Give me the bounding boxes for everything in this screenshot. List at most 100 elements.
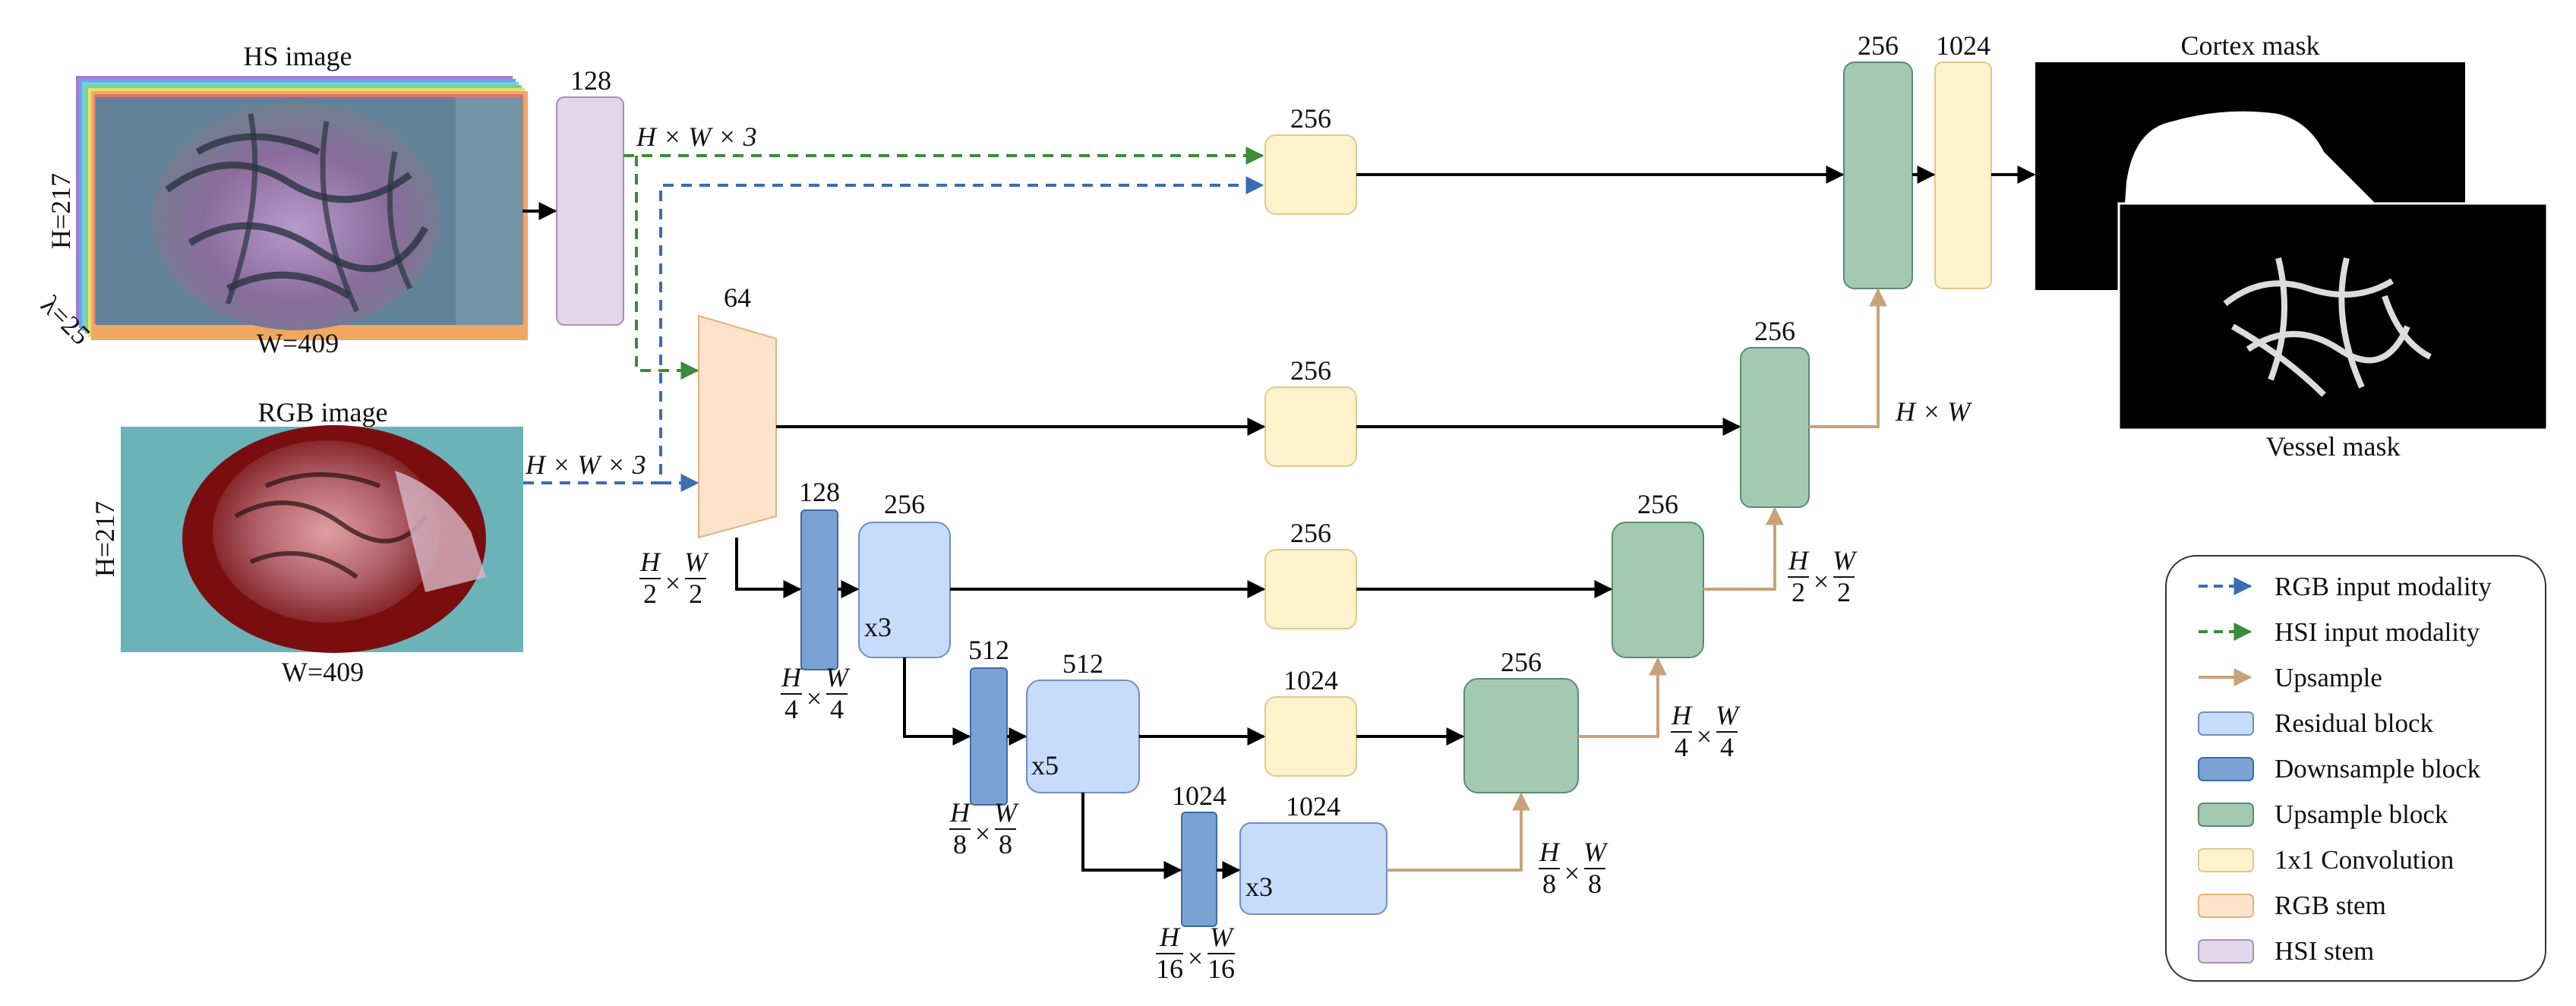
legend-label: Downsample block (2275, 754, 2481, 784)
res3-to-up-l2-arrow (1387, 792, 1530, 872)
legend-item: HSI stem (2198, 936, 2374, 966)
res2-to-ds3-arrow (1081, 793, 1182, 879)
svg-text:W: W (994, 797, 1019, 828)
legend-label: RGB stem (2275, 891, 2386, 920)
res2-channels: 512 (1062, 648, 1103, 679)
res1-channels: 256 (884, 489, 925, 519)
downsample-block-1: 128 (799, 477, 840, 670)
svg-text:×: × (1564, 858, 1580, 888)
frac-eighth-decoder: H 8 × W 8 (1539, 837, 1608, 899)
legend-label: Residual block (2275, 708, 2433, 738)
conv-l2-channels: 1024 (1283, 665, 1338, 695)
legend-item: Downsample block (2198, 754, 2481, 784)
legend-label: 1x1 Convolution (2275, 845, 2454, 875)
legend-item: HSI input modality (2199, 617, 2480, 647)
hs-image-photo (96, 97, 522, 330)
residual-block-1: 256 x3 (858, 489, 951, 658)
svg-text:W: W (1583, 837, 1608, 867)
hsi-dim-label: H × W × 3 (636, 121, 757, 152)
frac-sixteenth-encoder: H 16 × W 16 (1156, 922, 1235, 984)
svg-text:×: × (807, 683, 822, 714)
cortex-mask-title: Cortex mask (2181, 30, 2320, 61)
hsi-stem-channels: 128 (570, 65, 611, 96)
conv-top: 256 (1264, 103, 1357, 215)
svg-text:W: W (1210, 922, 1235, 952)
frac-half-encoder: H 2 × W 2 (639, 547, 709, 609)
rgb-height-label: H=217 (90, 501, 120, 577)
ds1-channels: 128 (799, 477, 840, 507)
svg-text:2: 2 (1792, 577, 1805, 607)
res3-channels: 1024 (1286, 791, 1340, 822)
svg-text:×: × (1814, 566, 1829, 597)
stem-to-ds1-arrow (735, 538, 802, 598)
svg-text:×: × (1188, 943, 1203, 973)
res2-repeat: x5 (1031, 750, 1059, 781)
up-top-channels: 256 (1858, 30, 1899, 61)
svg-text:H: H (781, 662, 803, 692)
up-l1-channels: 256 (1637, 489, 1678, 519)
rgb-stem-channels: 64 (724, 282, 751, 313)
head-conv-channels: 1024 (1936, 30, 1990, 61)
svg-text:W: W (1716, 700, 1741, 730)
legend-label: HSI input modality (2275, 617, 2480, 647)
legend-label: Upsample block (2275, 799, 2448, 829)
svg-text:4: 4 (784, 694, 798, 724)
rgb-image-group: RGB image H=217 W=409 (90, 397, 523, 687)
residual-block-2: 512 x5 (1026, 648, 1140, 793)
upsample-block-top: 256 (1843, 30, 1913, 289)
svg-text:H: H (639, 547, 661, 577)
ds3-channels: 1024 (1172, 781, 1226, 811)
svg-text:2: 2 (689, 579, 702, 609)
frac-half-decoder: H 2 × W 2 (1788, 545, 1858, 607)
svg-text:8: 8 (1542, 869, 1556, 899)
up-l0-to-up-top-arrow (1809, 288, 1887, 428)
upsample-block-level-1: 256 (1612, 489, 1704, 658)
conv-level-1: 256 (1264, 518, 1357, 629)
rgb-image-photo (121, 425, 523, 653)
hs-height-label: H=217 (46, 173, 76, 249)
rgb-image-title: RGB image (258, 397, 388, 427)
legend-label: RGB input modality (2275, 572, 2492, 601)
svg-text:16: 16 (1208, 954, 1235, 984)
svg-text:4: 4 (1675, 732, 1688, 762)
res3-repeat: x3 (1245, 872, 1273, 902)
svg-text:4: 4 (830, 694, 844, 724)
legend-item: Residual block (2198, 708, 2433, 738)
rgb-to-conv-top-arrow (523, 176, 1264, 484)
legend-item: Upsample block (2198, 799, 2448, 829)
downsample-block-3: 1024 (1172, 781, 1226, 927)
svg-text:H: H (1159, 922, 1181, 952)
up-l2-channels: 256 (1501, 647, 1542, 677)
svg-text:×: × (665, 568, 680, 598)
vessel-mask-title: Vessel mask (2266, 431, 2401, 462)
rgb-width-label: W=409 (282, 657, 364, 687)
legend-item: RGB stem (2198, 891, 2386, 920)
svg-text:W: W (826, 662, 851, 692)
svg-text:H: H (949, 797, 971, 828)
svg-text:8: 8 (1588, 869, 1602, 899)
svg-text:×: × (975, 818, 990, 849)
residual-block-3: 1024 x3 (1239, 791, 1387, 915)
res1-repeat: x3 (864, 612, 892, 642)
conv-level-2: 1024 (1264, 665, 1357, 777)
legend-swatch (2198, 757, 2254, 781)
svg-text:W: W (1833, 545, 1858, 576)
up-l1-to-up-l0-arrow (1703, 506, 1784, 591)
up-l0-channels: 256 (1754, 316, 1795, 346)
svg-text:×: × (1697, 721, 1712, 752)
svg-text:W: W (684, 547, 709, 577)
legend-swatch (2198, 894, 2254, 918)
frac-eighth-encoder: H 8 × W 8 (949, 797, 1019, 859)
svg-text:H: H (1788, 545, 1810, 576)
svg-text:4: 4 (1720, 732, 1734, 762)
vessel-mask-image (2117, 202, 2549, 431)
frac-quarter-encoder: H 4 × W 4 (781, 662, 851, 724)
legend-item: RGB input modality (2199, 572, 2492, 601)
legend-swatch (2198, 848, 2254, 872)
svg-text:16: 16 (1156, 954, 1183, 984)
hsi-to-rgb-stem-arrow (635, 156, 699, 380)
legend-label: HSI stem (2275, 936, 2374, 966)
legend-item: 1x1 Convolution (2198, 845, 2454, 875)
hs-width-label: W=409 (257, 328, 339, 358)
legend-swatch (2198, 711, 2254, 736)
